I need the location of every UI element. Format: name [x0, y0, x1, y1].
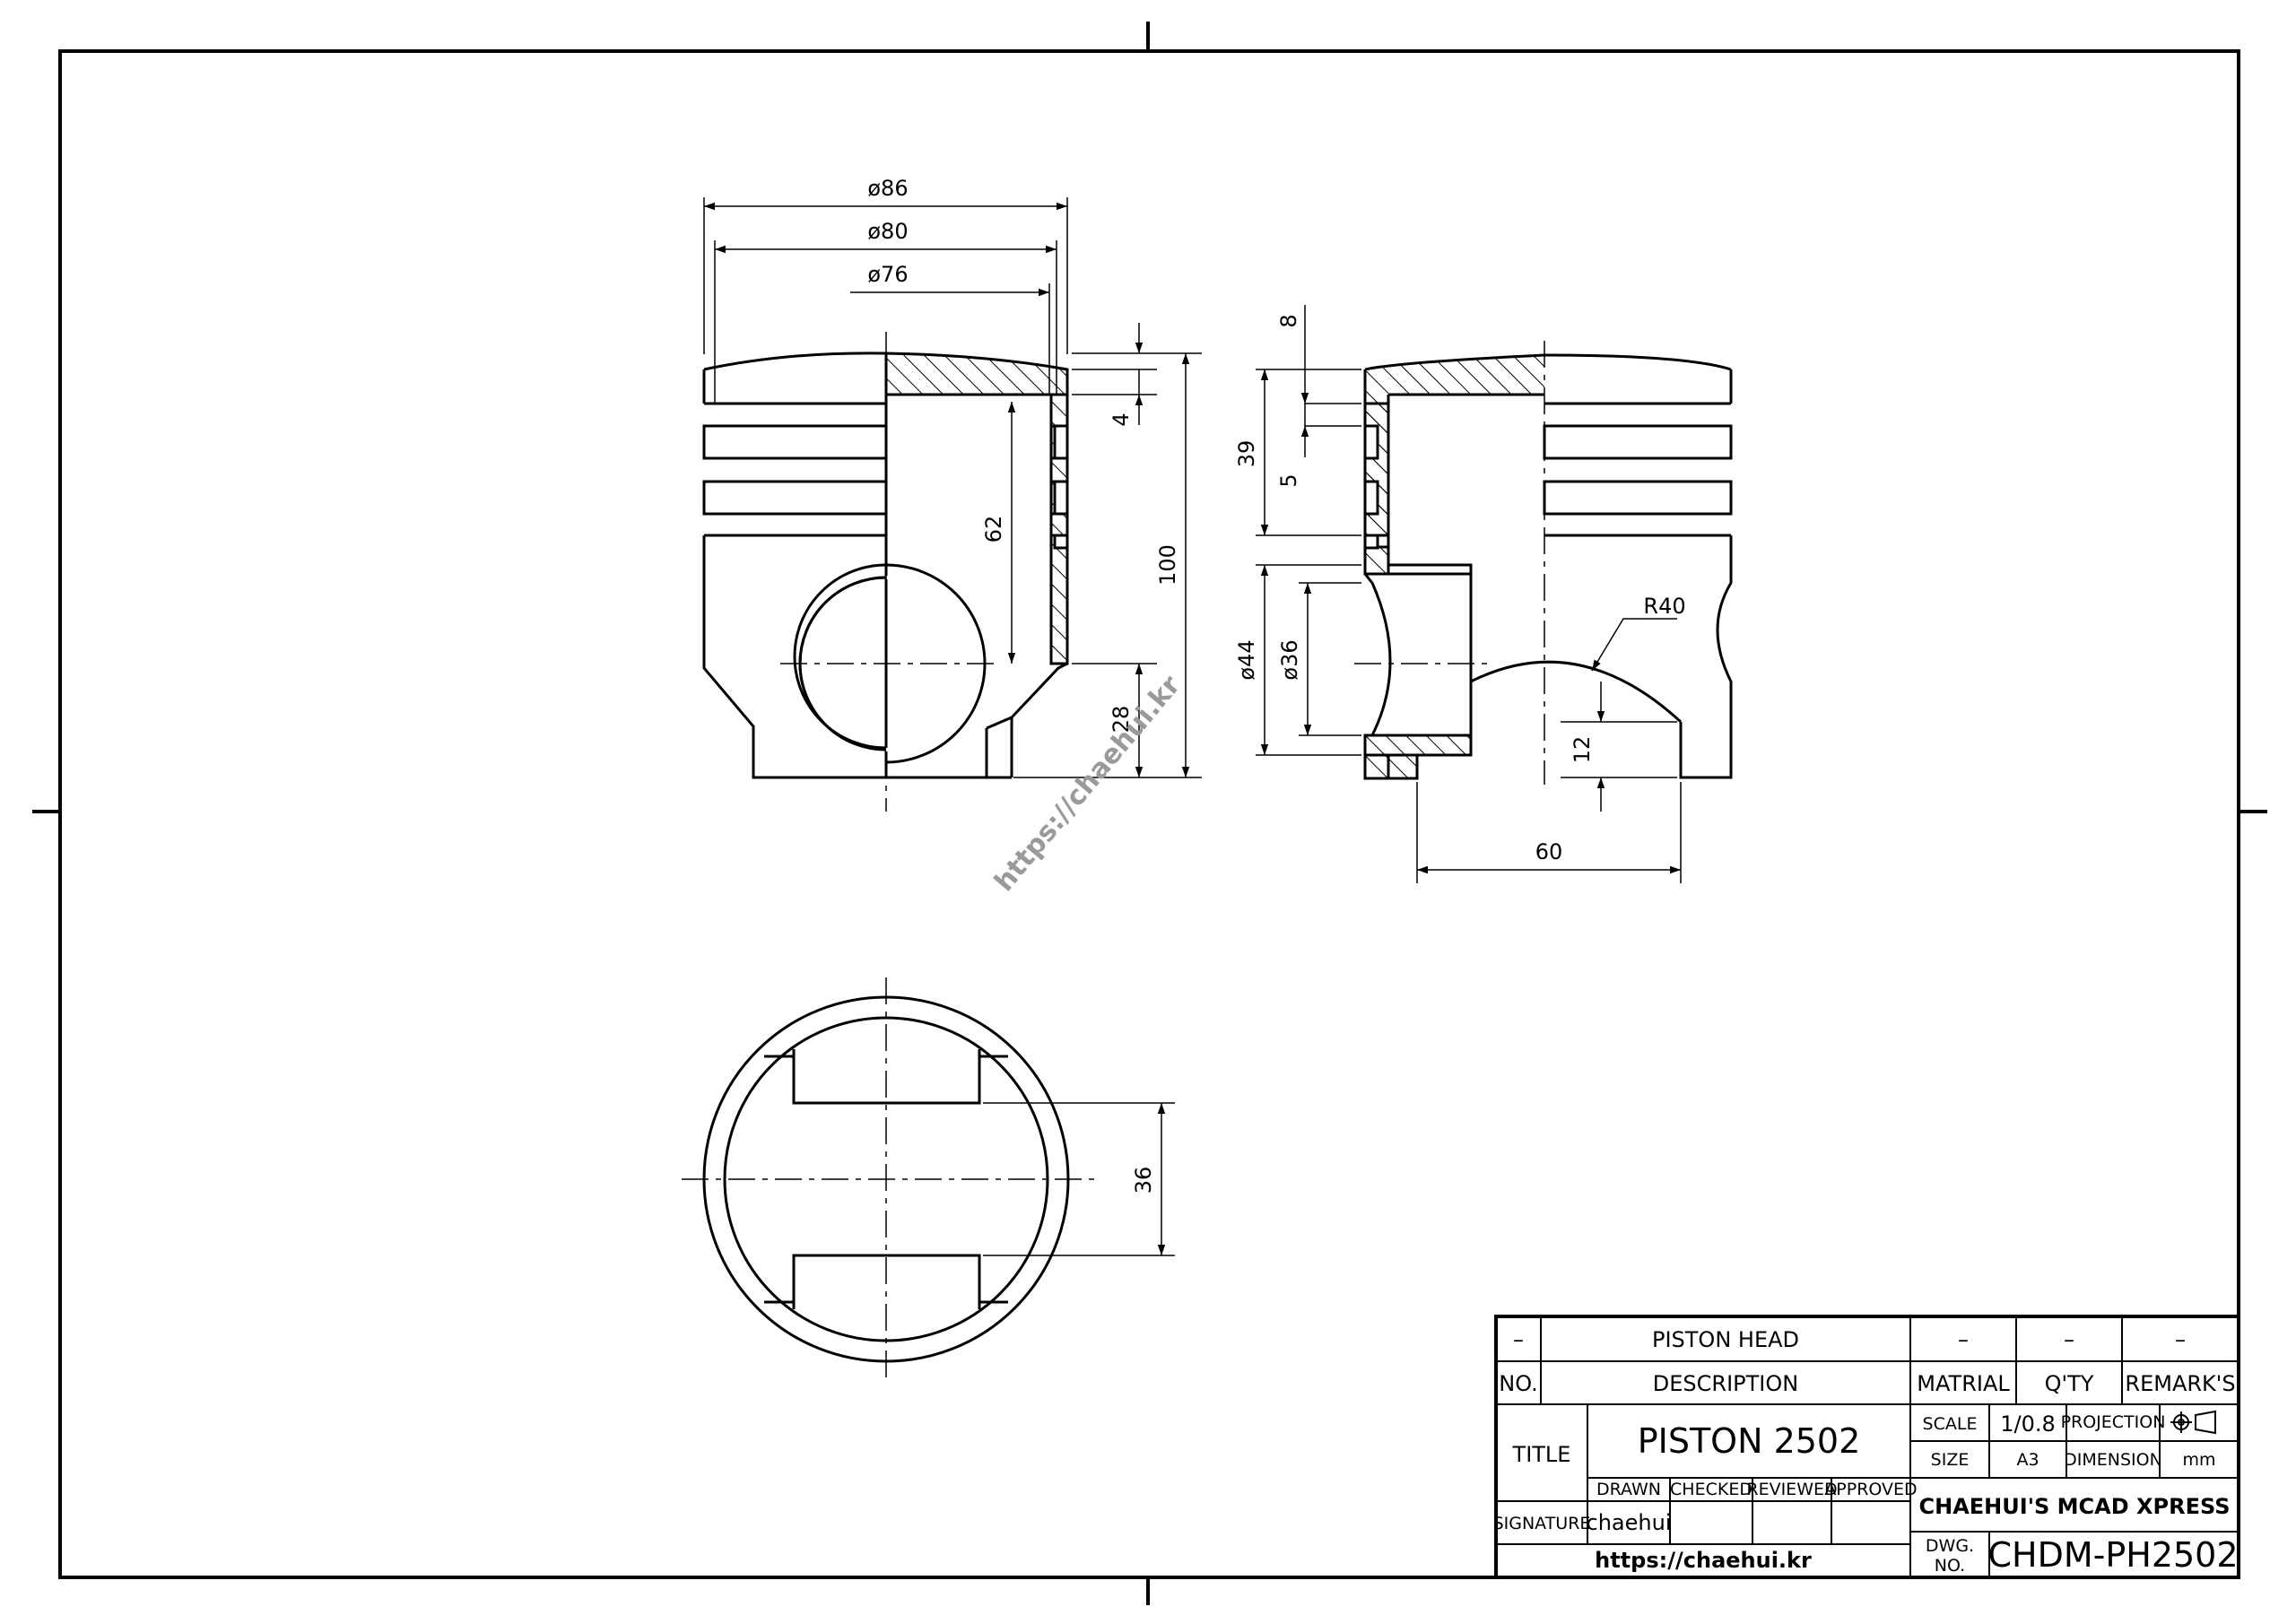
projection-label: PROJECTION	[2061, 1412, 2166, 1432]
dim-d36b: 36	[1131, 1167, 1156, 1194]
reviewed-label: REVIEWED	[1746, 1480, 1837, 1499]
title-block-url: https://chaehui.kr	[1595, 1548, 1812, 1573]
top-view-dimensions	[983, 1102, 1175, 1256]
checked-label: CHECKED	[1670, 1480, 1752, 1499]
drawn-label: DRAWN	[1596, 1480, 1661, 1499]
row1-description: PISTON HEAD	[1652, 1327, 1799, 1352]
top-view	[682, 977, 1099, 1381]
signature-label: SIGNATURE	[1493, 1514, 1591, 1533]
dwg-no-label-2: NO.	[1935, 1556, 1965, 1576]
header-material: MATRIAL	[1917, 1371, 2010, 1396]
watermark: https://chaehui.kr	[988, 670, 1187, 898]
dim-d80: ø80	[867, 219, 908, 244]
side-view	[1354, 341, 1733, 785]
dim-d44: ø44	[1234, 639, 1259, 680]
dwg-no-value: CHDM-PH2502	[1987, 1535, 2238, 1575]
dimension-unit: mm	[2182, 1450, 2215, 1470]
side-view-dimensions	[1256, 305, 1682, 883]
dim-d36: ø36	[1277, 639, 1302, 680]
header-description: DESCRIPTION	[1653, 1371, 1798, 1396]
scale-label: SCALE	[1923, 1414, 1978, 1434]
company-name: CHAEHUI'S MCAD XPRESS	[1919, 1494, 2231, 1519]
dim-d4: 4	[1109, 413, 1134, 426]
front-section-hatch	[886, 353, 1067, 667]
projection-symbol-icon	[2170, 1410, 2216, 1435]
header-qty: Q'TY	[2045, 1371, 2094, 1396]
approved-label: APPROVED	[1824, 1480, 1917, 1499]
scale-value: 1/0.8	[2000, 1411, 2056, 1437]
title-block	[1494, 1315, 2240, 1579]
dim-d62: 62	[981, 516, 1006, 543]
dim-d8: 8	[1276, 314, 1301, 327]
dim-d100: 100	[1155, 544, 1180, 586]
row1-remarks: –	[2175, 1327, 2186, 1352]
dim-r40: R40	[1643, 594, 1685, 619]
dim-d12: 12	[1570, 736, 1595, 764]
sheet-border	[32, 22, 2267, 1605]
dim-d5: 5	[1276, 473, 1301, 487]
dwg-no-label-1: DWG.	[1926, 1536, 1974, 1556]
header-no: NO.	[1499, 1371, 1538, 1396]
signature-value: chaehui	[1587, 1510, 1672, 1535]
row1-qty: –	[2064, 1327, 2074, 1352]
dim-d28: 28	[1109, 706, 1134, 734]
row1-material: –	[1958, 1327, 1969, 1352]
size-value: A3	[2016, 1450, 2039, 1470]
front-view-dimensions	[703, 197, 1202, 778]
drawing-title: PISTON 2502	[1638, 1421, 1861, 1461]
header-remarks: REMARK'S	[2125, 1371, 2235, 1396]
front-view	[702, 332, 1069, 812]
dim-d39: 39	[1234, 440, 1259, 468]
dim-d60: 60	[1535, 839, 1563, 864]
size-label: SIZE	[1931, 1450, 1970, 1470]
dim-d76: ø76	[867, 262, 908, 287]
dim-d86: ø86	[867, 176, 908, 201]
row1-no: –	[1513, 1327, 1524, 1352]
dimension-label: DIMENSION	[2064, 1450, 2162, 1470]
title-label: TITLE	[1512, 1442, 1571, 1467]
